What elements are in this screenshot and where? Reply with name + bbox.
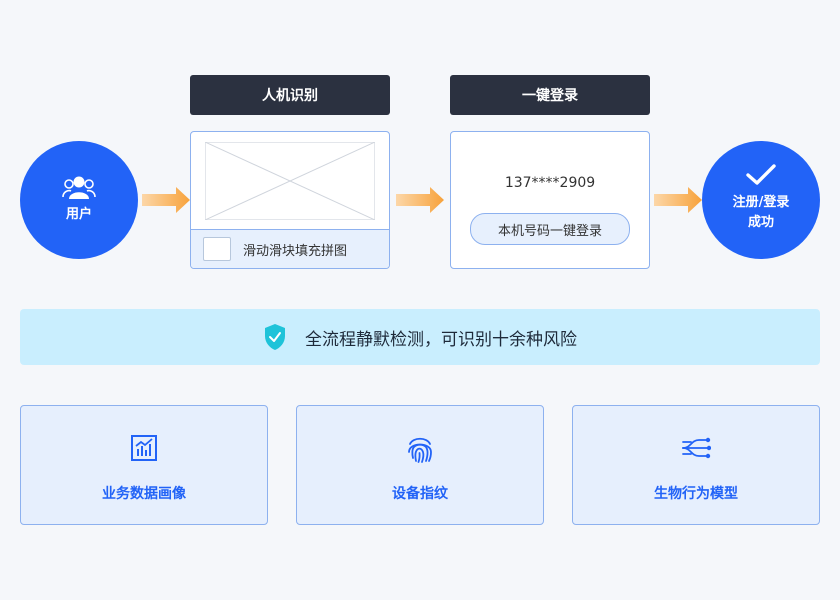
image-placeholder xyxy=(205,142,375,220)
captcha-card: 滑动滑块填充拼图 xyxy=(190,131,390,269)
users-icon xyxy=(62,176,96,199)
onekey-card: 137****2909 本机号码一键登录 xyxy=(450,131,650,269)
feature-label: 业务数据画像 xyxy=(102,486,186,502)
success-label-2: 成功 xyxy=(747,215,774,230)
captcha-header: 人机识别 xyxy=(190,75,390,115)
feature-card-device-fingerprint: 设备指纹 xyxy=(296,405,544,525)
banner-text: 全流程静默检测，可识别十余种风险 xyxy=(305,329,577,350)
feature-card-business-profile: 业务数据画像 xyxy=(20,405,268,525)
arrow-right-icon xyxy=(142,187,190,213)
onekey-header: 一键登录 xyxy=(450,75,650,115)
feature-label: 生物行为模型 xyxy=(654,486,738,502)
feature-card-biometric-model: 生物行为模型 xyxy=(572,405,820,525)
chart-icon xyxy=(131,435,157,461)
user-label: 用户 xyxy=(65,207,92,222)
phone-number: 137****2909 xyxy=(504,175,596,191)
feature-label: 设备指纹 xyxy=(392,486,448,502)
slider-text: 滑动滑块填充拼图 xyxy=(243,243,348,259)
success-node: 注册/登录 成功 xyxy=(702,141,820,259)
shield-check-icon xyxy=(265,324,285,350)
slider-bar[interactable]: 滑动滑块填充拼图 xyxy=(191,229,389,268)
slider-handle[interactable] xyxy=(203,237,231,261)
success-label: 注册/登录 xyxy=(732,195,790,210)
arrow-right-icon xyxy=(654,187,702,213)
user-node: 用户 xyxy=(20,141,138,259)
flow-model-icon xyxy=(682,437,711,459)
check-icon xyxy=(746,164,776,185)
onekey-login-button[interactable]: 本机号码一键登录 xyxy=(470,213,630,245)
arrow-right-icon xyxy=(396,187,444,213)
fingerprint-icon xyxy=(408,437,432,463)
detection-banner: 全流程静默检测，可识别十余种风险 xyxy=(20,309,820,365)
